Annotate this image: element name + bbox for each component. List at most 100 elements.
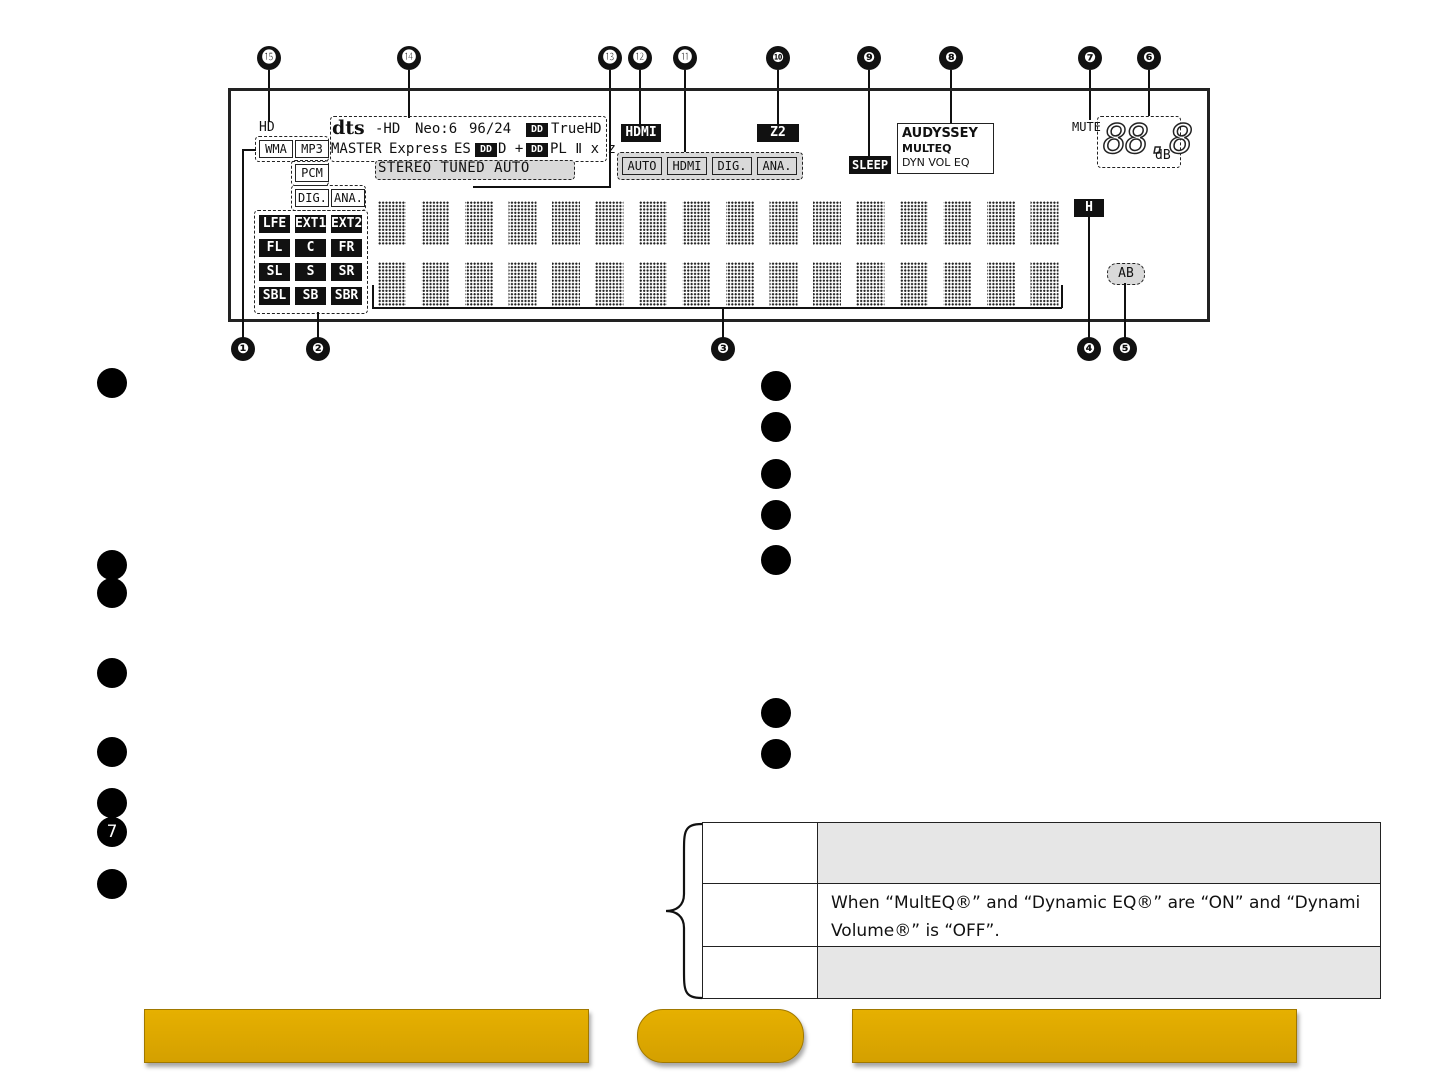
table-row1-desc-cell <box>817 822 1381 885</box>
leader-9 <box>868 70 870 156</box>
volume-outline <box>1097 116 1181 168</box>
leader-13 <box>609 70 611 188</box>
callout-15: ⓯ <box>257 46 281 70</box>
sleep-indicator: SLEEP <box>849 156 891 174</box>
table-row3-desc-cell <box>817 946 1381 999</box>
nav-button-left[interactable] <box>144 1009 589 1063</box>
dig-indicator: DIG. <box>295 189 329 207</box>
callout-8: ❽ <box>939 46 963 70</box>
leader-5 <box>1124 283 1126 340</box>
leader-10 <box>777 70 779 124</box>
ana-indicator: ANA. <box>331 189 365 207</box>
channel-ext1: EXT1 <box>295 215 327 233</box>
callout-2: ❷ <box>306 337 330 361</box>
channel-sb: SB <box>295 287 326 305</box>
matrix-bracket-bottom <box>372 307 1062 309</box>
leader-6 <box>1148 70 1150 116</box>
hd-indicator: HD <box>259 120 275 135</box>
callout-13: ⓭ <box>598 46 622 70</box>
table-row3-label-cell <box>702 946 819 999</box>
table-row1-label-cell <box>702 822 819 885</box>
callout-11: ⓫ <box>673 46 697 70</box>
left-bullet-3 <box>97 578 127 608</box>
right-bullet-3 <box>761 459 791 489</box>
callout-4: ❹ <box>1077 337 1101 361</box>
leader-14 <box>408 70 410 118</box>
callout-5: ❺ <box>1113 337 1137 361</box>
channel-ext2: EXT2 <box>331 215 363 233</box>
leader-1 <box>242 149 244 339</box>
channel-sr: SR <box>331 263 362 281</box>
table-row2-text: When “MultEQ®” and “Dynamic EQ®” are “ON… <box>831 893 1361 941</box>
table-row2-label-cell <box>702 883 819 948</box>
nav-button-center[interactable] <box>637 1009 804 1063</box>
dot-matrix-row-2 <box>378 262 1068 306</box>
channel-group-outline <box>254 210 368 314</box>
matrix-bracket-right <box>1061 285 1063 308</box>
leader-8 <box>950 70 952 124</box>
wma-indicator: WMA <box>259 140 293 158</box>
callout-10: ❿ <box>766 46 790 70</box>
callout-9: ❾ <box>857 46 881 70</box>
left-bullet-8 <box>97 869 127 899</box>
nav-button-right[interactable] <box>852 1009 1297 1063</box>
right-bullet-2 <box>761 412 791 442</box>
rate-9624-indicator: 96/24 <box>469 121 512 137</box>
leader-4 <box>1088 216 1090 340</box>
ab-indicator: AB <box>1107 263 1145 285</box>
express-indicator: Express <box>389 141 449 157</box>
dts-hd-label: -HD <box>375 121 401 137</box>
dolby-digital-plus-indicator: D + <box>498 141 524 157</box>
leader-11 <box>684 70 686 152</box>
h-indicator: H <box>1074 199 1104 217</box>
dolby-symbol-icon: DD <box>526 123 548 137</box>
dyn-vol-eq-label: DYN VOL EQ <box>902 156 970 169</box>
channel-c: C <box>295 239 326 257</box>
right-bullet-1 <box>761 371 791 401</box>
db-label: dB <box>1155 148 1171 163</box>
curly-brace-icon <box>665 822 703 1000</box>
input-hdmi: HDMI <box>667 157 707 175</box>
audyssey-label: AUDYSSEY <box>902 126 978 141</box>
table-row2-desc-cell <box>817 883 1381 948</box>
left-bullet-4 <box>97 658 127 688</box>
es-indicator: ES <box>454 141 471 157</box>
multeq-label: MULTEQ <box>902 142 952 155</box>
left-bullet-6 <box>97 788 127 818</box>
right-bullet-5 <box>761 545 791 575</box>
stereo-tuned-auto-indicator: STEREO TUNED AUTO <box>378 160 530 176</box>
leader-15 <box>268 70 270 122</box>
leader-7 <box>1089 70 1091 120</box>
callout-1: ❶ <box>231 337 255 361</box>
callout-12: ⓬ <box>628 46 652 70</box>
input-ana: ANA. <box>757 157 797 175</box>
left-bullet-1 <box>97 368 127 398</box>
dts-logo: dts <box>332 117 365 139</box>
channel-s: S <box>295 263 326 281</box>
leader-1-h <box>242 149 256 151</box>
right-bullet-6 <box>761 698 791 728</box>
callout-3: ❸ <box>711 337 735 361</box>
neo6-indicator: Neo:6 <box>415 121 458 137</box>
channel-sbl: SBL <box>259 287 290 305</box>
audyssey-box <box>897 123 994 174</box>
right-bullet-7 <box>761 739 791 769</box>
zone2-indicator: Z2 <box>757 124 799 142</box>
channel-fl: FL <box>259 239 290 257</box>
truehd-indicator: TrueHD <box>551 121 602 137</box>
left-bullet-2 <box>97 550 127 580</box>
channel-fr: FR <box>331 239 362 257</box>
leader-12 <box>639 70 641 124</box>
leader-3 <box>722 308 724 340</box>
master-indicator: MASTER <box>331 141 382 157</box>
dolby-digital-symbol-icon: DD <box>475 143 497 157</box>
pl2-indicator: PL Ⅱ x z <box>550 141 616 157</box>
hdmi-badge: HDMI <box>621 124 661 142</box>
leader-13h <box>473 186 611 188</box>
channel-sl: SL <box>259 263 290 281</box>
volume-digits: 88.8 <box>1102 116 1194 164</box>
mp3-indicator: MP3 <box>295 140 329 158</box>
leader-2 <box>317 312 319 340</box>
dolby-pl-symbol-icon: DD <box>526 143 548 157</box>
channel-lfe: LFE <box>259 215 290 233</box>
